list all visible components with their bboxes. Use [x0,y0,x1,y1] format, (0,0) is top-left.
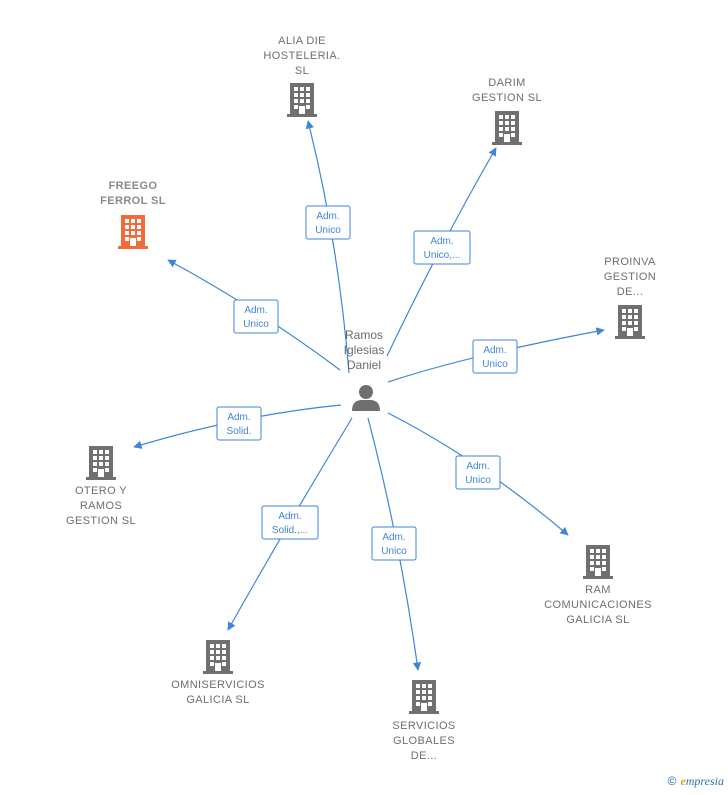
company-name: RAMOS [80,500,122,512]
person-name-line-3: Daniel [347,358,381,372]
building-icon [203,640,233,674]
edge-label-text: Solid.,... [272,525,308,536]
company-name: GESTION SL [66,515,136,527]
company-name: ALIA DIE [278,35,326,47]
company-node-alia[interactable]: ALIA DIE HOSTELERIA. SL [263,35,340,117]
company-name: FERROL SL [100,195,166,207]
edge-label-freego[interactable]: Adm. Unico [233,299,279,334]
company-name: DE... [411,750,437,762]
company-name: GESTION [604,271,656,283]
company-name: GLOBALES [393,735,455,747]
edge-label-text: Unico [465,475,491,486]
building-icon [583,545,613,579]
brand-logo-text: mpresia [685,774,724,788]
edge-alia [305,120,350,374]
company-name: OMNISERVICIOS [171,679,265,691]
edge-label-box [216,406,262,441]
edge-label-servicios[interactable]: Adm. Unico [371,526,417,561]
edge-label-box [261,505,319,540]
edge-label-text: Adm. [466,461,489,472]
company-node-omni[interactable]: OMNISERVICIOS GALICIA SL [171,640,265,706]
edge-label-proinva[interactable]: Adm. Unico [472,339,518,374]
company-name: SL [295,65,309,77]
edge-label-text: Adm. [227,412,250,423]
person-name-line-2: Iglesias [344,343,385,357]
company-name: DE... [617,286,643,298]
edge-label-box [305,205,351,240]
edge-label-text: Adm. [483,345,506,356]
company-name: GESTION SL [472,92,542,104]
company-node-darim[interactable]: DARIM GESTION SL [472,77,542,145]
building-icon [615,305,645,339]
brand-footer: ©empresia [668,774,724,789]
company-name: OTERO Y [75,485,127,497]
edge-label-text: Unico [482,359,508,370]
company-name: SERVICIOS [392,720,455,732]
building-icon [118,215,148,249]
company-name: RAM [585,584,611,596]
company-node-freego[interactable]: FREEGO FERROL SL [100,180,166,249]
company-name: GALICIA SL [186,694,249,706]
edge-label-text: Adm. [278,511,301,522]
edge-label-text: Solid. [226,426,251,437]
company-node-ram[interactable]: RAM COMUNICACIONES GALICIA SL [544,545,652,626]
brand-logo-initial: e [680,774,686,788]
company-node-proinva[interactable]: PROINVA GESTION DE... [604,256,656,339]
edge-label-box [413,230,471,265]
edge-label-text: Adm. [316,211,339,222]
edge-label-text: Adm. [430,236,453,247]
edge-label-ram[interactable]: Adm. Unico [455,455,501,490]
building-icon [287,83,317,117]
edge-label-darim[interactable]: Adm. Unico,... [413,230,471,265]
building-icon [409,680,439,714]
edge-label-otero[interactable]: Adm. Solid. [216,406,262,441]
center-person[interactable]: Ramos Iglesias Daniel [344,328,385,411]
edge-label-box [472,339,518,374]
building-icon [86,446,116,480]
nodes-layer: ALIA DIE HOSTELERIA. SL DARIM GESTION SL FREE… [66,35,656,762]
edge-label-text: Adm. [382,532,405,543]
edge-label-text: Adm. [244,305,267,316]
company-name: FREEGO [109,180,158,192]
edges-layer: Adm.UnicoAdm.Unico,...Adm.UnicoAdm.Unico… [133,120,605,671]
copyright-symbol: © [667,774,677,788]
person-name-line-1: Ramos [345,328,383,342]
company-name: HOSTELERIA. [263,50,340,62]
edge-label-text: Unico,... [424,250,461,261]
edge-label-box [233,299,279,334]
edge-label-text: Unico [315,225,341,236]
company-node-otero[interactable]: OTERO Y RAMOS GESTION SL [66,446,136,527]
edge-label-box [371,526,417,561]
company-name: DARIM [488,77,525,89]
edge-label-box [455,455,501,490]
company-name: GALICIA SL [566,614,629,626]
company-node-servicios[interactable]: SERVICIOS GLOBALES DE... [392,680,455,762]
person-icon [352,385,380,411]
edge-label-omni[interactable]: Adm. Solid.,... [261,505,319,540]
company-name: COMUNICACIONES [544,599,652,611]
company-name: PROINVA [604,256,656,268]
edge-label-text: Unico [381,546,407,557]
building-icon [492,111,522,145]
edge-label-alia[interactable]: Adm. Unico [305,205,351,240]
edge-label-text: Unico [243,319,269,330]
